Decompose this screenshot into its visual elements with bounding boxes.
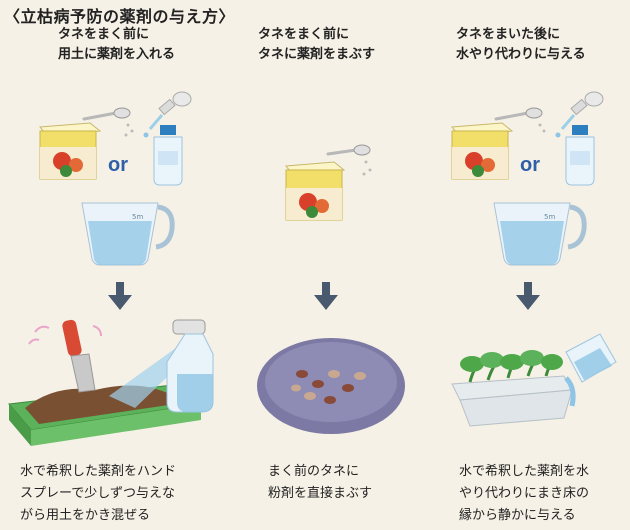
column-3-description-line-2: やり代わりにまき床の [459, 486, 590, 501]
cup-label: 5m [132, 213, 143, 221]
trowel-icon [62, 319, 96, 393]
cup-label: 5m [544, 213, 555, 221]
dropper-icon [143, 91, 192, 138]
spoon-icon [494, 107, 546, 133]
down-arrow-icon [516, 282, 540, 310]
spray-bottle-icon [109, 319, 214, 413]
column-2-heading: タネをまく前に タネに薬剤をまぶす [258, 25, 375, 65]
column-3-heading-line-1: タネをまいた後に [456, 27, 561, 42]
column-2-bottom-illustration [257, 338, 405, 434]
column-3-description-line-3: 縁から静かに与える [459, 508, 576, 523]
page-title: 〈立枯病予防の薬剤の与え方〉 [4, 7, 236, 26]
column-1-heading-line-1: タネをまく前に [58, 27, 150, 42]
seedling-tray-icon [451, 350, 573, 427]
measuring-cup-icon: 5m [493, 202, 587, 266]
column-2-description-line-1: まく前のタネに [268, 464, 360, 479]
column-1-top-illustration: or 5m [39, 91, 192, 266]
measuring-cup-icon: 5m [81, 202, 175, 266]
bottle-icon [565, 125, 595, 186]
column-1-description-line-3: がら用土をかき混ぜる [20, 508, 151, 523]
column-2-heading-line-2: タネに薬剤をまぶす [258, 47, 376, 62]
column-2-description-line-2: 粉剤を直接まぶす [268, 486, 373, 501]
or-label: or [108, 154, 128, 176]
down-arrow-icon [108, 282, 132, 310]
column-3-heading: タネをまいた後に 水やり代わりに与える [456, 25, 586, 65]
column-3-description: 水で希釈した薬剤を水 やり代わりにまき床の 縁から静かに与える [459, 461, 589, 527]
or-label: or [520, 154, 540, 176]
down-arrow-icon [314, 282, 338, 310]
powder-box-icon [285, 161, 346, 221]
spoon-icon [82, 107, 134, 137]
dropper-icon [555, 91, 604, 138]
column-2-top-illustration [285, 144, 372, 221]
powder-box-icon [39, 122, 102, 180]
column-1-description-line-2: スプレーで少しずつ与えな [20, 486, 175, 501]
column-2-heading-line-1: タネをまく前に [258, 27, 350, 42]
bottle-icon [153, 125, 183, 186]
column-1-description: 水で希釈した薬剤をハンド スプレーで少しずつ与えな がら用土をかき混ぜる [20, 461, 176, 527]
column-3-top-illustration: or 5m [451, 91, 604, 266]
seed-plate-icon [257, 338, 405, 434]
column-1-description-line-1: 水で希釈した薬剤をハンド [20, 464, 177, 479]
column-1-bottom-illustration [8, 319, 214, 446]
powder-box-icon [451, 122, 514, 180]
spoon-icon [326, 144, 372, 176]
column-1-heading-line-2: 用土に薬剤を入れる [58, 47, 176, 62]
column-1-heading: タネをまく前に 用土に薬剤を入れる [58, 25, 175, 65]
column-3-heading-line-2: 水やり代わりに与える [456, 47, 586, 62]
column-2-description: まく前のタネに 粉剤を直接まぶす [268, 461, 372, 505]
pouring-cup-icon [564, 333, 617, 407]
column-3-bottom-illustration [451, 333, 617, 427]
column-3-description-line-1: 水で希釈した薬剤を水 [459, 464, 590, 479]
